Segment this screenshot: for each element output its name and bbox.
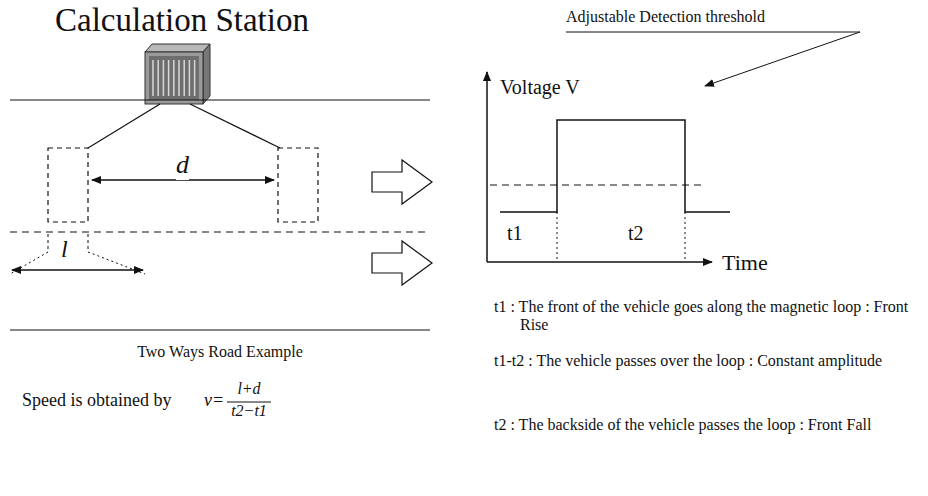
- axis-label: Time: [722, 250, 768, 275]
- calculation-cabinet: [145, 44, 210, 104]
- road: [10, 100, 430, 330]
- dimension-label: l: [61, 236, 68, 264]
- note-text: t2 : The backside of the vehicle passes …: [494, 416, 928, 434]
- time-marker: t2: [628, 222, 644, 245]
- formula-numerator: l+d: [237, 380, 260, 398]
- magnetic-loop: [48, 148, 318, 222]
- title: Calculation Station: [55, 2, 309, 40]
- leader-line: [566, 32, 860, 86]
- formula-denominator: t2−t1: [231, 402, 267, 420]
- note-text: t1-t2 : The vehicle passes over the loop…: [494, 352, 928, 370]
- callout-label: Adjustable Detection threshold: [566, 8, 765, 26]
- direction-arrow: [372, 160, 432, 285]
- axis-label: Voltage V: [500, 76, 580, 99]
- formula-text: Speed is obtained by: [22, 390, 171, 411]
- dimension-label: d: [176, 150, 189, 180]
- time-marker: t1: [507, 222, 523, 245]
- formula-symbol: v=: [204, 390, 224, 411]
- signal-graph: [487, 72, 730, 262]
- caption-text: Two Ways Road Example: [137, 343, 303, 361]
- note-text: t1 : The front of the vehicle goes along…: [494, 298, 928, 335]
- loop-wire: [88, 104, 280, 148]
- dimension-l: [10, 234, 145, 274]
